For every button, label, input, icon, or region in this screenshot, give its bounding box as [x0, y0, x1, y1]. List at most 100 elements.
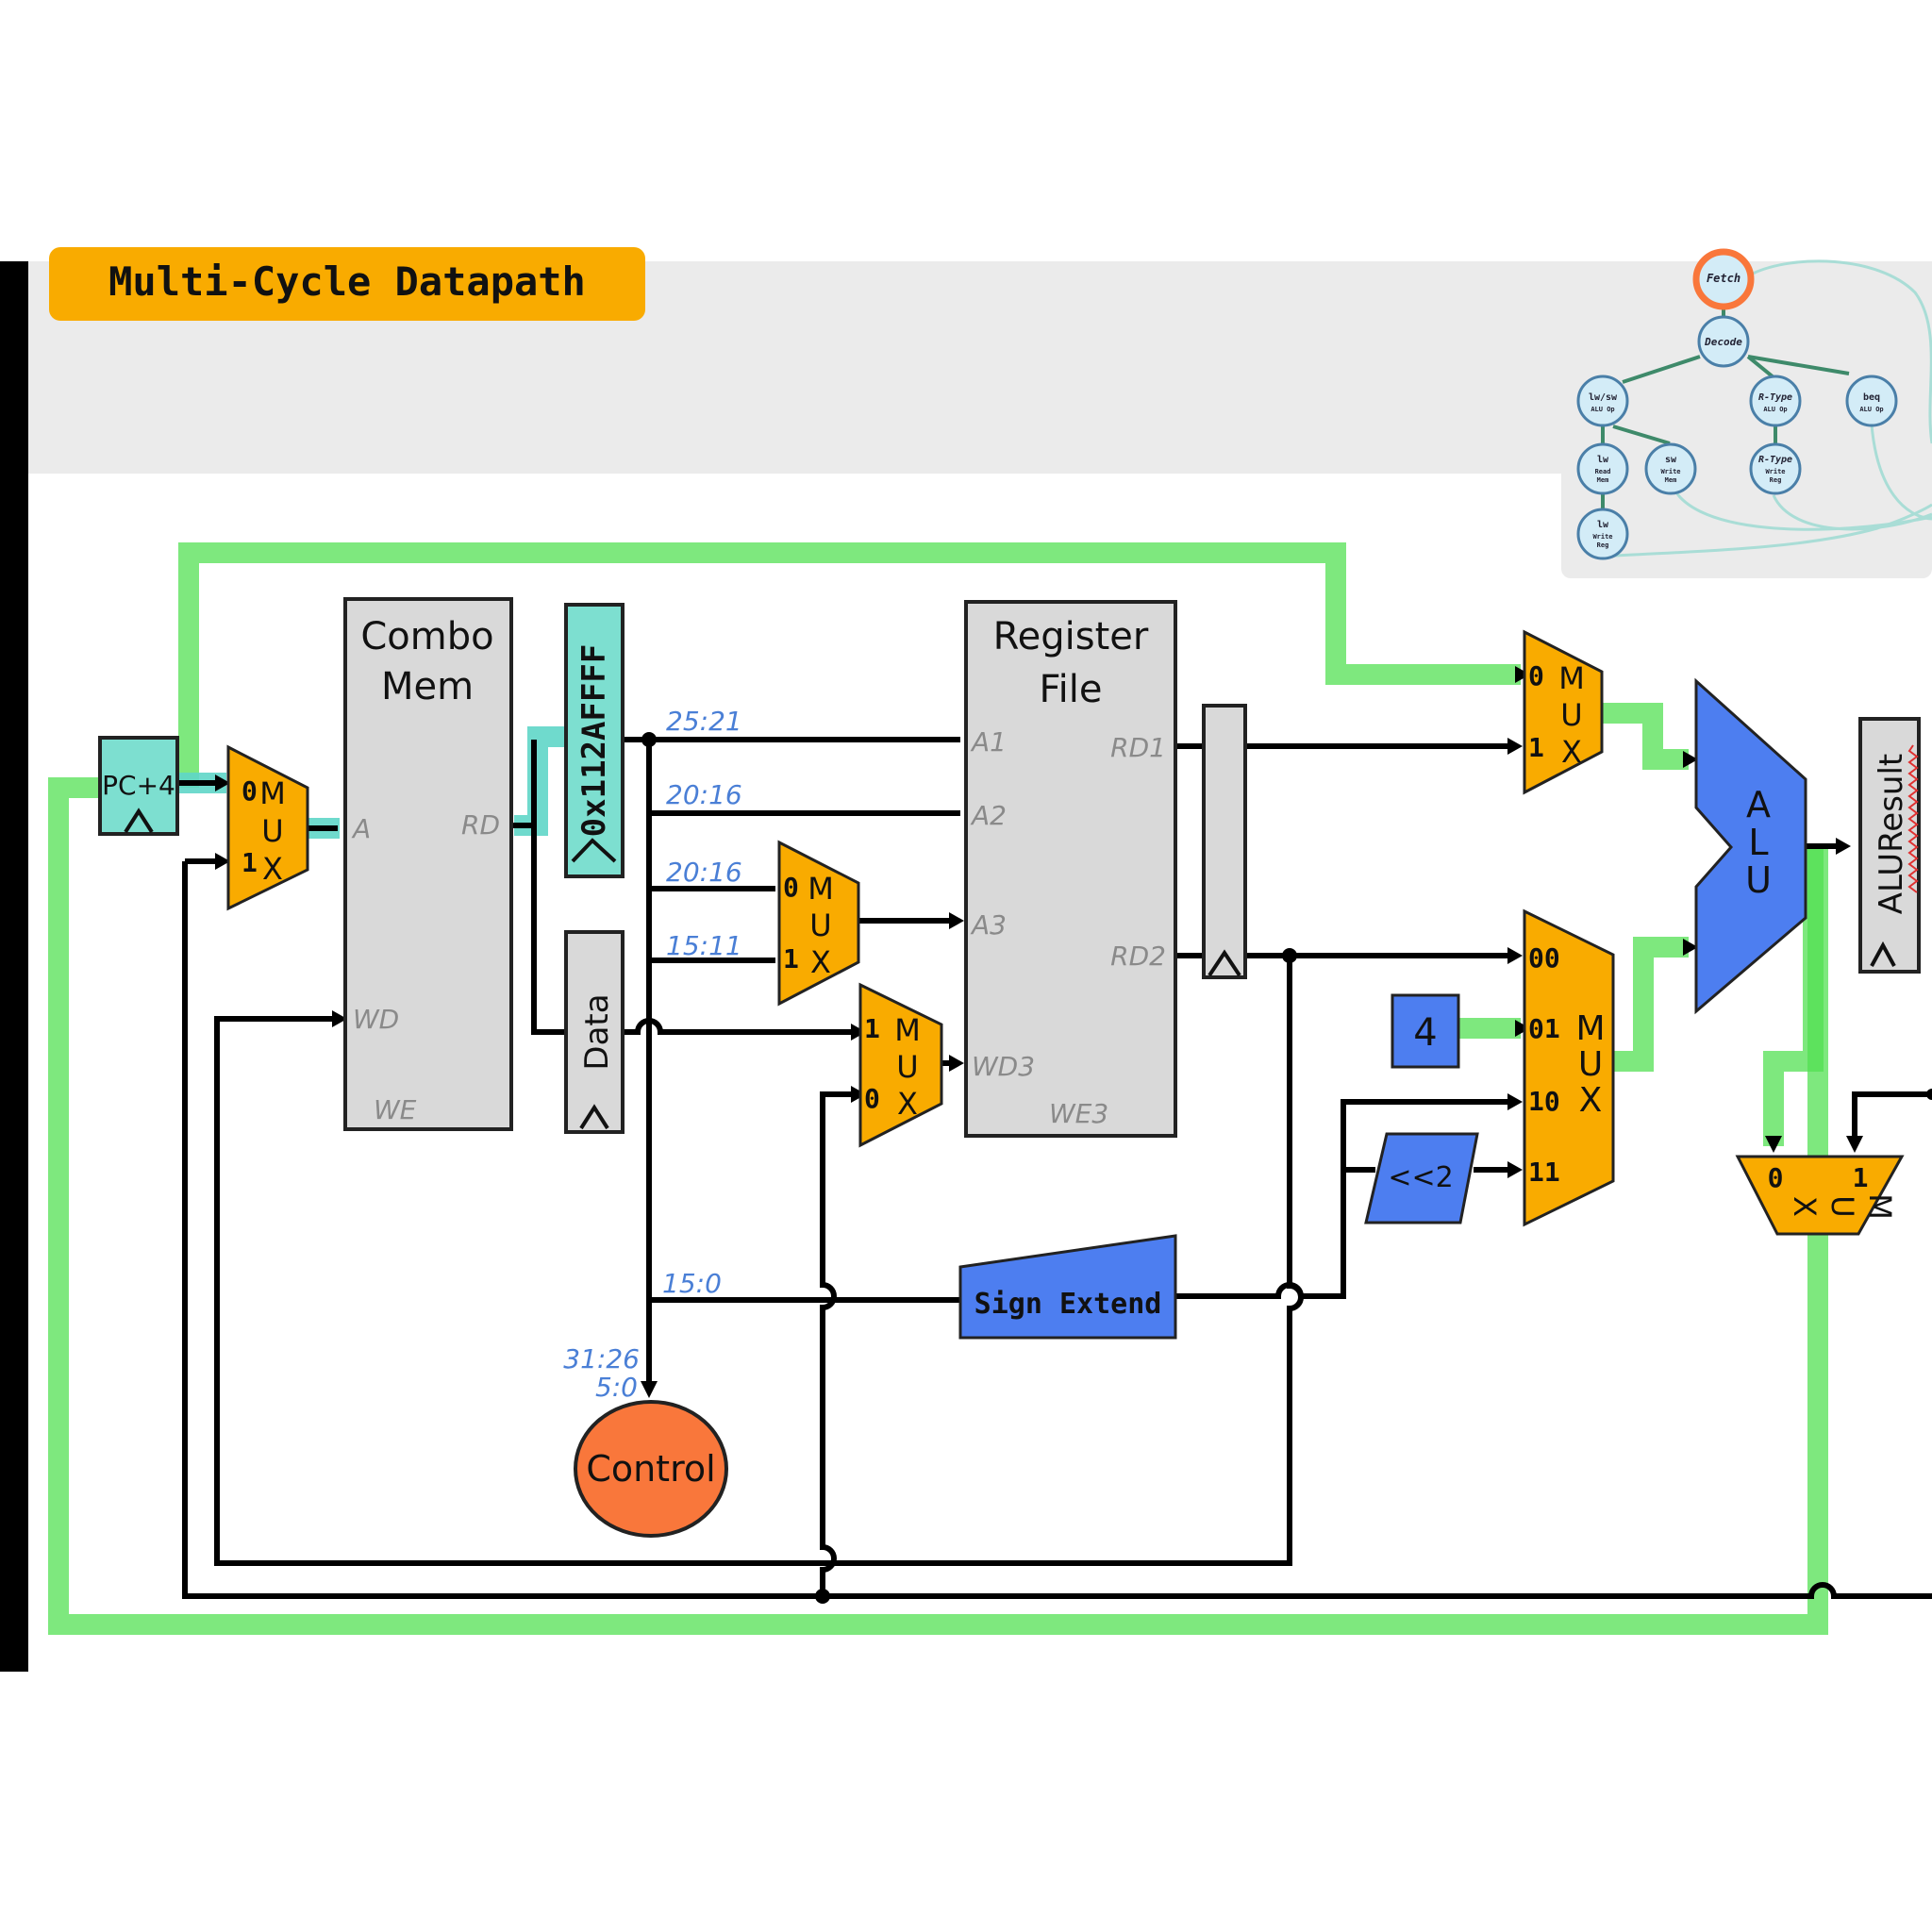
fsm-rtype-node — [1749, 375, 1802, 427]
bits-rs: 25:21 — [666, 706, 742, 737]
sign-extend: Sign Extend — [958, 1234, 1177, 1340]
fsm-lw-write-sub1: Write — [1592, 533, 1612, 541]
mux-pcsrc-m: M — [1862, 1193, 1898, 1220]
mux-regdst-m: M — [808, 871, 834, 907]
fsm-lwsw-sub: ALU Op — [1591, 406, 1614, 413]
fsm-rtype-write-node — [1749, 442, 1802, 495]
fsm-sw-write-sub1: Write — [1660, 468, 1680, 475]
fsm-lw-read-sub1: Read — [1595, 468, 1611, 475]
control-label: Control — [586, 1448, 715, 1490]
wires — [177, 666, 1932, 1604]
fsm-lw-read-sub2: Mem — [1597, 476, 1609, 484]
alu-letter-l: L — [1748, 822, 1768, 863]
fsm-lwsw-node — [1576, 375, 1629, 427]
fsm-lwsw-label: lw/sw — [1589, 392, 1618, 403]
alu-letter-u: U — [1745, 859, 1772, 901]
instruction-value: 0x112AFFFF — [575, 644, 613, 838]
regfile-port-we3: WE3 — [1049, 1098, 1108, 1129]
data-register: Data — [564, 930, 625, 1134]
regfile-port-rd2: RD2 — [1110, 941, 1166, 972]
control-unit: Control — [574, 1400, 728, 1538]
alu-result-clock-icon — [1870, 941, 1896, 967]
mux-srcb-in00: 00 — [1528, 942, 1560, 974]
register-file: Register File A1 A2 A3 WD3 RD1 RD2 WE3 — [964, 600, 1177, 1138]
data-clock-icon — [579, 1104, 609, 1130]
bits-rd: 15:11 — [666, 930, 742, 961]
pc-clock-icon — [124, 808, 154, 834]
sign-extend-label: Sign Extend — [974, 1288, 1162, 1321]
combo-memory: Combo Mem A RD WD WE — [343, 597, 513, 1131]
fsm-rtype-sub: ALU Op — [1763, 406, 1787, 413]
mux-pcsrc-u: U — [1824, 1195, 1860, 1217]
mux-regdst-in1: 1 — [783, 943, 799, 974]
fsm-decode-node — [1697, 315, 1750, 368]
mux-memtoreg: 1 0 M U X — [858, 982, 943, 1148]
fsm-decode-label: Decode — [1704, 336, 1742, 348]
page-title: Multi-Cycle Datapath — [108, 258, 586, 305]
fsm-diagram: Fetch Decode lw/sw ALU Op R-Type ALU Op … — [1576, 248, 1932, 560]
mux-srca-u: U — [1560, 697, 1582, 733]
title-banner: Multi-Cycle Datapath — [49, 247, 645, 321]
memory-port-we: WE — [374, 1094, 417, 1125]
fsm-lw-write-sub2: Reg — [1597, 541, 1609, 549]
mux-pc: 0 1 M U X — [226, 744, 309, 911]
fsm-beq-node — [1845, 375, 1898, 427]
fsm-rtype-write-sub1: Write — [1765, 468, 1785, 475]
mux-srca: 0 1 M U X — [1523, 629, 1604, 795]
bits-rt2: 20:16 — [666, 857, 742, 888]
alu-result-squiggle — [1907, 744, 1919, 893]
regfile-port-a1: A1 — [970, 726, 1007, 758]
pc-register: PC+4 — [98, 736, 179, 836]
fsm-fetch-node — [1692, 248, 1755, 310]
mux-srcb-x: X — [1579, 1081, 1603, 1120]
mux-regdst: 0 1 M U X — [777, 840, 860, 1007]
constant-four-label: 4 — [1413, 1011, 1437, 1055]
mux-srcb: 00 01 10 11 M U X — [1523, 908, 1615, 1227]
constant-four: 4 — [1391, 993, 1460, 1069]
fsm-sw-write-sub2: Mem — [1665, 476, 1677, 484]
data-label: Data — [578, 993, 616, 1070]
mux-pcsrc-x: X — [1787, 1196, 1823, 1217]
regfile-port-a3: A3 — [970, 909, 1007, 941]
mux-srcb-m: M — [1575, 1009, 1605, 1048]
alu-result-register: ALUResult — [1858, 717, 1921, 974]
shift-left-2: <<2 — [1364, 1132, 1479, 1224]
alu-letter-a: A — [1746, 784, 1771, 825]
left-black-bar — [0, 261, 28, 1672]
mux-srcb-in10: 10 — [1528, 1086, 1560, 1117]
fsm-lw-read-node — [1576, 442, 1629, 495]
regfile-title-2: File — [1040, 668, 1103, 711]
instruction-register: 0x112AFFFF — [564, 603, 625, 878]
regfile-title-1: Register — [993, 615, 1149, 658]
mux-pcsrc-in1: 1 — [1853, 1162, 1869, 1193]
mux-pc-in1: 1 — [242, 847, 258, 878]
bitfield-labels: 25:21 20:16 20:16 15:11 15:0 31:26 5:0 — [563, 706, 741, 1403]
alu: A L U — [1694, 677, 1807, 1015]
mux-pcsrc-in0: 0 — [1768, 1162, 1784, 1193]
memory-port-a: A — [351, 813, 371, 844]
fsm-fetch-label: Fetch — [1707, 272, 1740, 285]
fsm-lw-write-node — [1576, 508, 1629, 560]
mux-pc-u: U — [261, 813, 283, 849]
mux-pc-x: X — [262, 851, 283, 887]
regfile-port-wd3: WD3 — [972, 1051, 1035, 1082]
memory-title-2: Mem — [381, 665, 474, 708]
ab-register — [1202, 704, 1247, 979]
mux-srca-x: X — [1561, 734, 1582, 770]
mux-srca-in1: 1 — [1528, 732, 1544, 763]
fsm-lw-read-label: lw — [1597, 455, 1609, 465]
ab-clock-icon — [1208, 949, 1241, 977]
active-path-highlights — [48, 542, 1828, 1635]
mux-srcb-u: U — [1578, 1045, 1603, 1084]
bits-rt: 20:16 — [666, 779, 742, 810]
mux-memtoreg-u: U — [896, 1049, 918, 1085]
bits-funct: 5:0 — [595, 1372, 638, 1403]
mux-srca-in0: 0 — [1528, 660, 1544, 691]
mux-pcsrc: 0 1 M U X — [1735, 1155, 1905, 1236]
memory-title-1: Combo — [360, 615, 493, 658]
mux-pc-m: M — [259, 775, 286, 811]
ir-clock-icon — [571, 838, 617, 863]
fsm-rtype-write-sub2: Reg — [1770, 476, 1782, 484]
alu-result-label: ALUResult — [1873, 754, 1910, 914]
